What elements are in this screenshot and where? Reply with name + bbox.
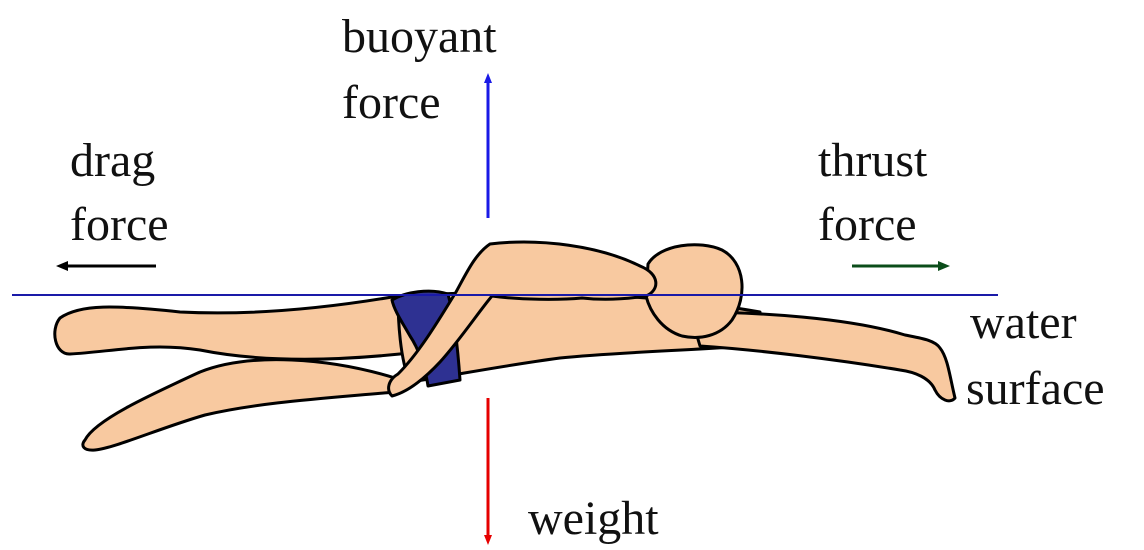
swimmer-extended-arm <box>690 312 955 401</box>
buoyant-force-label-line2: force <box>342 78 441 128</box>
drag-force-label-line2: force <box>70 200 169 250</box>
thrust-force-label-line2: force <box>818 200 917 250</box>
swimmer-head <box>646 245 742 338</box>
buoyant-force-label-line1: buoyant <box>342 12 497 62</box>
weight-label: weight <box>528 494 659 544</box>
swimmer-upper-leg <box>55 296 418 359</box>
swimmer-figure <box>55 242 955 450</box>
drag-force-label-line1: drag <box>70 136 155 186</box>
water-surface-label-line1: water <box>970 298 1077 348</box>
swimmer-lower-leg <box>83 360 395 450</box>
thrust-force-label-line1: thrust <box>818 136 927 186</box>
water-surface-label-line2: surface <box>966 364 1105 414</box>
